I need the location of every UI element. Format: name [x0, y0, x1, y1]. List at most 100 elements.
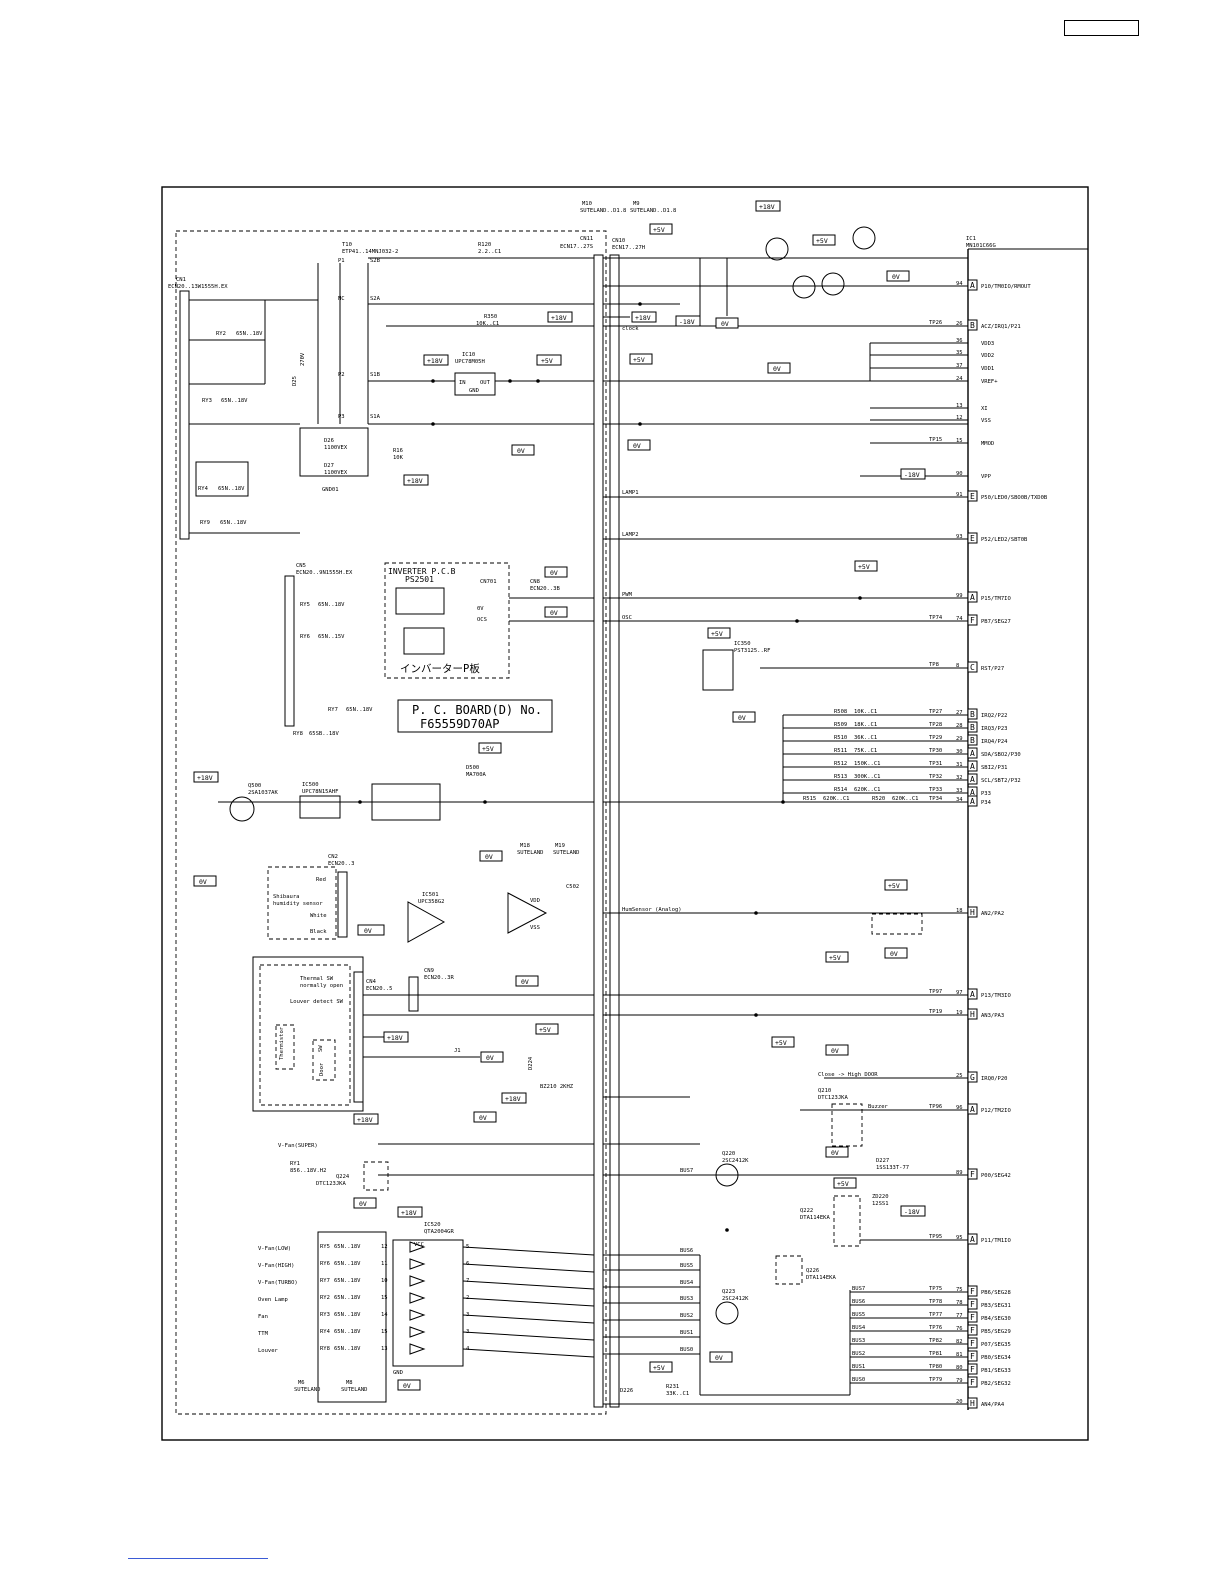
c643-box	[871, 913, 923, 935]
q210-label: Q210	[818, 1088, 831, 1094]
ladder-resistor-value: 18K..C1	[854, 722, 877, 728]
supply-0v-t	[884, 947, 908, 959]
ic1-pin-tag: A	[970, 593, 975, 602]
relay-ry4-ref: RY4	[198, 486, 209, 492]
driver-relay-block	[317, 1231, 387, 1403]
ic1-pin-tag: F	[970, 1378, 975, 1387]
svg-text:P2: P2	[338, 372, 345, 378]
driver-relay-spec: 65N..18V	[334, 1295, 361, 1301]
ic1-pin-number: 12	[956, 415, 963, 421]
ic1-pin-name: P15/TM7IO	[981, 596, 1011, 602]
supply-5v-j-label: +5V	[775, 1039, 787, 1047]
supply-0v-m	[480, 1051, 504, 1063]
ic1-pin-tag-box	[967, 1285, 978, 1297]
supply-18v-c-label: +18V	[635, 314, 651, 322]
ic1-pin-tag: F	[970, 1300, 975, 1309]
driver-relay-ref: RY7	[320, 1278, 330, 1284]
supply-0v-e-label: 0V	[633, 442, 641, 450]
supply-18v-f	[193, 771, 219, 783]
ic1-pin-tag: A	[970, 990, 975, 999]
supply-0v-o	[353, 1197, 377, 1209]
supply-18v-i-label: +18V	[357, 1116, 373, 1124]
ic1-pin-tag: A	[970, 797, 975, 806]
q224-box	[363, 1161, 389, 1191]
ic1-pin-tag-box	[967, 906, 978, 918]
ic1-pin-number: 29	[956, 736, 963, 742]
driver-output-label: Fan	[258, 1314, 268, 1320]
ic1-pin-name: PB4/SEG30	[981, 1316, 1011, 1322]
relay-ry2-ref: RY2	[216, 331, 226, 337]
ic1-pin-name: P33	[981, 791, 991, 797]
ic1-pin-tag-box	[967, 1071, 978, 1083]
supply-0v-h	[544, 606, 568, 618]
q224-label: Q224	[336, 1174, 350, 1180]
test-point-label: TP97	[929, 989, 942, 995]
m19-label: M19	[555, 843, 565, 849]
driver-in-pin: 10	[381, 1278, 388, 1284]
supply-0v-k-label: 0V	[364, 927, 372, 935]
ry1-label: RY1	[290, 1161, 300, 1167]
supply-0v-g	[544, 566, 568, 578]
test-point-label: TP8	[929, 662, 939, 668]
bus1-b: BUS1	[852, 1364, 865, 1370]
inverter-japanese-label: インバーターP板	[400, 662, 480, 675]
ic1-pin-tag-box	[967, 1008, 978, 1020]
supply-0v-a	[715, 317, 739, 329]
thermal-sw-label: Thermal SW	[300, 976, 334, 982]
driver-in-pin: 15	[381, 1329, 388, 1335]
supply-18v-i	[353, 1113, 379, 1125]
driver-relay-spec: 65N..18V	[334, 1261, 361, 1267]
test-point-label: TP33	[929, 787, 942, 793]
d27-label: D27	[324, 463, 334, 469]
ic1-pin-name: AN3/PA3	[981, 1013, 1004, 1019]
vfan-super-label: V-Fan(SUPER)	[278, 1143, 318, 1149]
ladder-resistor-value: 620K..C1	[823, 796, 850, 802]
m9-label: M9	[633, 201, 640, 207]
q500-type: 2SA1037AK	[248, 790, 278, 796]
cn2-connector	[337, 871, 348, 938]
ic10-label: IC10	[462, 352, 475, 358]
ic1-pin-number: 94	[956, 281, 963, 287]
ic1-pin-number: 75	[956, 1287, 963, 1293]
ic1-pin-tag: A	[970, 749, 975, 758]
cn11-type: ECN17..27S	[560, 244, 593, 250]
supply-0v-b-label: 0V	[892, 273, 900, 281]
cn8-type: ECN20..3B	[530, 586, 560, 592]
driver-relay-spec: 65N..18V	[334, 1244, 361, 1250]
supply-0v-i	[193, 875, 217, 887]
ic1-pin-tag-box	[967, 1350, 978, 1362]
c502-label: C502	[566, 884, 579, 890]
r16-value: 10K	[393, 455, 404, 461]
q222-box	[833, 1195, 861, 1247]
ic1-pin-name: AN2/PA2	[981, 911, 1004, 917]
supply-0v-n	[473, 1111, 497, 1123]
relay-ry6-spec: 65N..15V	[318, 634, 345, 640]
ic1-pin-tag: A	[970, 788, 975, 797]
supply-0v-h-label: 0V	[550, 609, 558, 617]
ic1-pin-name: IRQ3/P23	[981, 726, 1008, 732]
driver-buffer	[409, 1258, 426, 1270]
ic1-pin-number: 76	[956, 1326, 963, 1332]
driver-relay-ref: RY5	[320, 1244, 330, 1250]
ic1-pin-name: VDD3	[981, 341, 994, 347]
test-point-label: TP26	[929, 320, 942, 326]
supply-m18v-c-label: -18V	[904, 1208, 920, 1216]
relay-ry6-ref: RY6	[300, 634, 310, 640]
cn2-type: ECN20..3	[328, 861, 355, 867]
ic1-pin-tag: F	[970, 1170, 975, 1179]
supply-5v-e-label: +5V	[858, 563, 870, 571]
m19-suteland: SUTELAND	[553, 850, 580, 856]
ic1-pin-name: IRQ0/P20	[981, 1076, 1008, 1082]
supply-5v-g-label: +5V	[482, 745, 494, 753]
ic1-pin-number: 93	[956, 534, 963, 540]
test-point-label: TP82	[929, 1338, 942, 1344]
supply-5v-m	[649, 1361, 673, 1373]
ic1-pin-tag-box	[967, 1324, 978, 1336]
ic1-pin-number: 89	[956, 1170, 963, 1176]
supply-18v-d	[755, 200, 781, 212]
supply-18v-f-label: +18V	[197, 774, 213, 782]
ic1-pin-number: 90	[956, 471, 963, 477]
ic1-pin-tag: H	[970, 1399, 975, 1408]
supply-18v-h-label: +18V	[505, 1095, 521, 1103]
